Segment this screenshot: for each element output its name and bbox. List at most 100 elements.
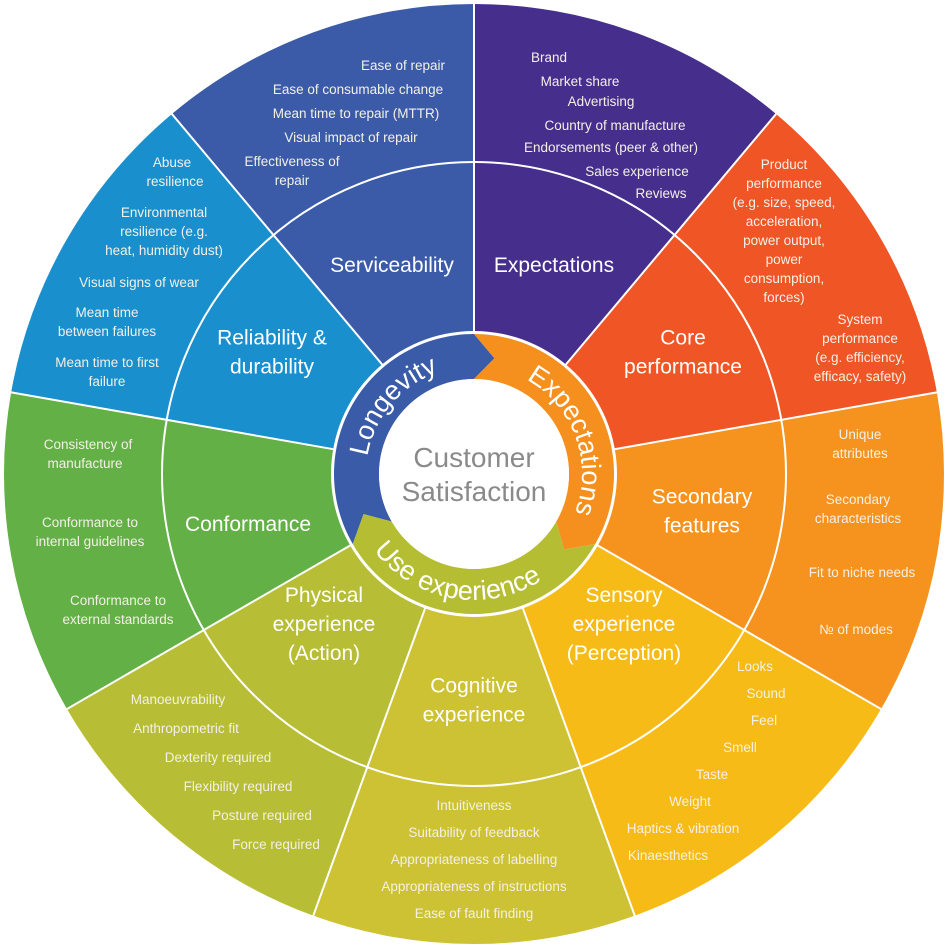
category-label-conformance: Conformance (185, 513, 311, 536)
item-label: Manoeuvrability (131, 692, 226, 707)
sector-expectations (474, 113, 937, 475)
item-label: Fit to niche needs (809, 565, 916, 580)
item-label: Market share (541, 74, 620, 89)
hub-segment-use-experience (352, 514, 596, 614)
item-label: power output, (743, 233, 825, 248)
item-label: Reviews (635, 186, 686, 201)
item-label: Product (761, 157, 808, 172)
item-label: external standards (62, 612, 173, 627)
category-label-sensory-experience-perception: experience (573, 613, 676, 636)
item-label: Appropriateness of instructions (381, 879, 567, 894)
hub-segment-expectations (474, 334, 614, 550)
item-label: Sales experience (585, 164, 689, 179)
category-label-reliability-durability: durability (230, 356, 315, 379)
sector-divider (169, 111, 385, 368)
item-label: (e.g. size, speed, (733, 195, 836, 210)
sector-secondary-features (474, 474, 882, 916)
item-label: Appropriateness of labelling (391, 852, 558, 867)
item-label: Kinaesthetics (628, 848, 709, 863)
category-label-core-performance: Core (660, 327, 706, 350)
center-label-line1: Customer (413, 442, 534, 473)
center-circle (379, 379, 569, 569)
sector-divider (8, 391, 337, 451)
item-label: Feel (751, 713, 777, 728)
item-label: Haptics & vibration (627, 821, 740, 836)
item-label: Brand (531, 50, 567, 65)
category-label-sensory-experience-perception: (Perception) (567, 642, 681, 665)
item-label: resilience (e.g. (120, 224, 208, 239)
item-label: heat, humidity dust) (105, 243, 223, 258)
category-label-serviceability: Serviceability (330, 254, 454, 277)
category-label-secondary-features: Secondary (652, 486, 753, 509)
item-label: Flexibility required (184, 779, 293, 794)
item-label: characteristics (815, 511, 902, 526)
item-label: Mean time (75, 305, 138, 320)
category-label-sensory-experience-perception: Sensory (585, 584, 663, 607)
item-label: Visual impact of repair (284, 130, 418, 145)
item-label: Suitability of feedback (408, 825, 540, 840)
item-label: internal guidelines (36, 534, 145, 549)
item-label: Mean time to first (55, 355, 159, 370)
sector-divider (311, 605, 428, 918)
item-label: Secondary (826, 492, 891, 507)
category-label-physical-experience-action: Physical (285, 584, 363, 607)
item-label: Weight (669, 794, 711, 809)
item-label: Posture required (212, 808, 312, 823)
item-label: acceleration, (746, 214, 823, 229)
item-label: Effectiveness of (244, 154, 339, 169)
hub-segment-longevity (334, 334, 495, 544)
item-label: power (766, 252, 803, 267)
item-label: System (837, 312, 882, 327)
sector-sensory-experience-perception (313, 474, 635, 944)
category-label-secondary-features: features (664, 515, 740, 538)
item-label: Smell (723, 740, 757, 755)
item-label: Force required (232, 837, 320, 852)
category-label-reliability-durability: Reliability & (217, 327, 327, 350)
item-label: between failures (58, 324, 157, 339)
item-label: Taste (696, 767, 728, 782)
category-label-core-performance: performance (624, 356, 742, 379)
item-label: performance (822, 331, 898, 346)
item-label: Mean time to repair (MTTR) (273, 106, 440, 121)
category-label-cognitive-experience: experience (423, 704, 526, 727)
item-label: Conformance to (42, 515, 138, 530)
item-label: Abuse (153, 155, 191, 170)
item-label: Country of manufacture (544, 118, 685, 133)
item-label: Sound (746, 686, 785, 701)
sector-divider (563, 111, 779, 368)
sector-cognitive-experience (66, 474, 474, 916)
category-label-physical-experience-action: experience (273, 613, 376, 636)
item-label: № of modes (819, 622, 893, 637)
item-label: manufacture (47, 456, 122, 471)
divider-lines (8, 2, 940, 918)
item-label: Anthropometric fit (133, 721, 239, 736)
item-label: repair (275, 173, 310, 188)
item-label: efficacy, safety) (814, 369, 907, 384)
item-label: forces) (763, 290, 804, 305)
item-label: Conformance to (70, 593, 166, 608)
item-label: Looks (737, 659, 773, 674)
item-label: Ease of consumable change (273, 82, 443, 97)
middle-ring-divider (161, 161, 787, 787)
item-label: Environmental (121, 205, 207, 220)
item-label: Visual signs of wear (79, 275, 199, 290)
category-label-cognitive-experience: Cognitive (430, 675, 518, 698)
category-label-expectations: Expectations (494, 254, 614, 277)
item-label: Endorsements (peer & other) (524, 140, 698, 155)
item-label: (e.g. efficiency, (815, 350, 905, 365)
item-label: Intuitiveness (436, 798, 511, 813)
item-label: Unique (839, 427, 882, 442)
sector-divider (64, 543, 354, 711)
item-label: Dexterity required (165, 750, 272, 765)
center-label-line2: Satisfaction (402, 476, 547, 507)
category-label-physical-experience-action: (Action) (288, 642, 360, 665)
sector-divider (611, 391, 940, 451)
item-label: performance (746, 176, 822, 191)
sector-divider (520, 605, 637, 918)
item-label: Ease of repair (361, 58, 446, 73)
item-label: Consistency of (44, 437, 133, 452)
item-label: failure (89, 374, 126, 389)
sector-conformance (11, 113, 475, 475)
item-label: resilience (146, 174, 203, 189)
